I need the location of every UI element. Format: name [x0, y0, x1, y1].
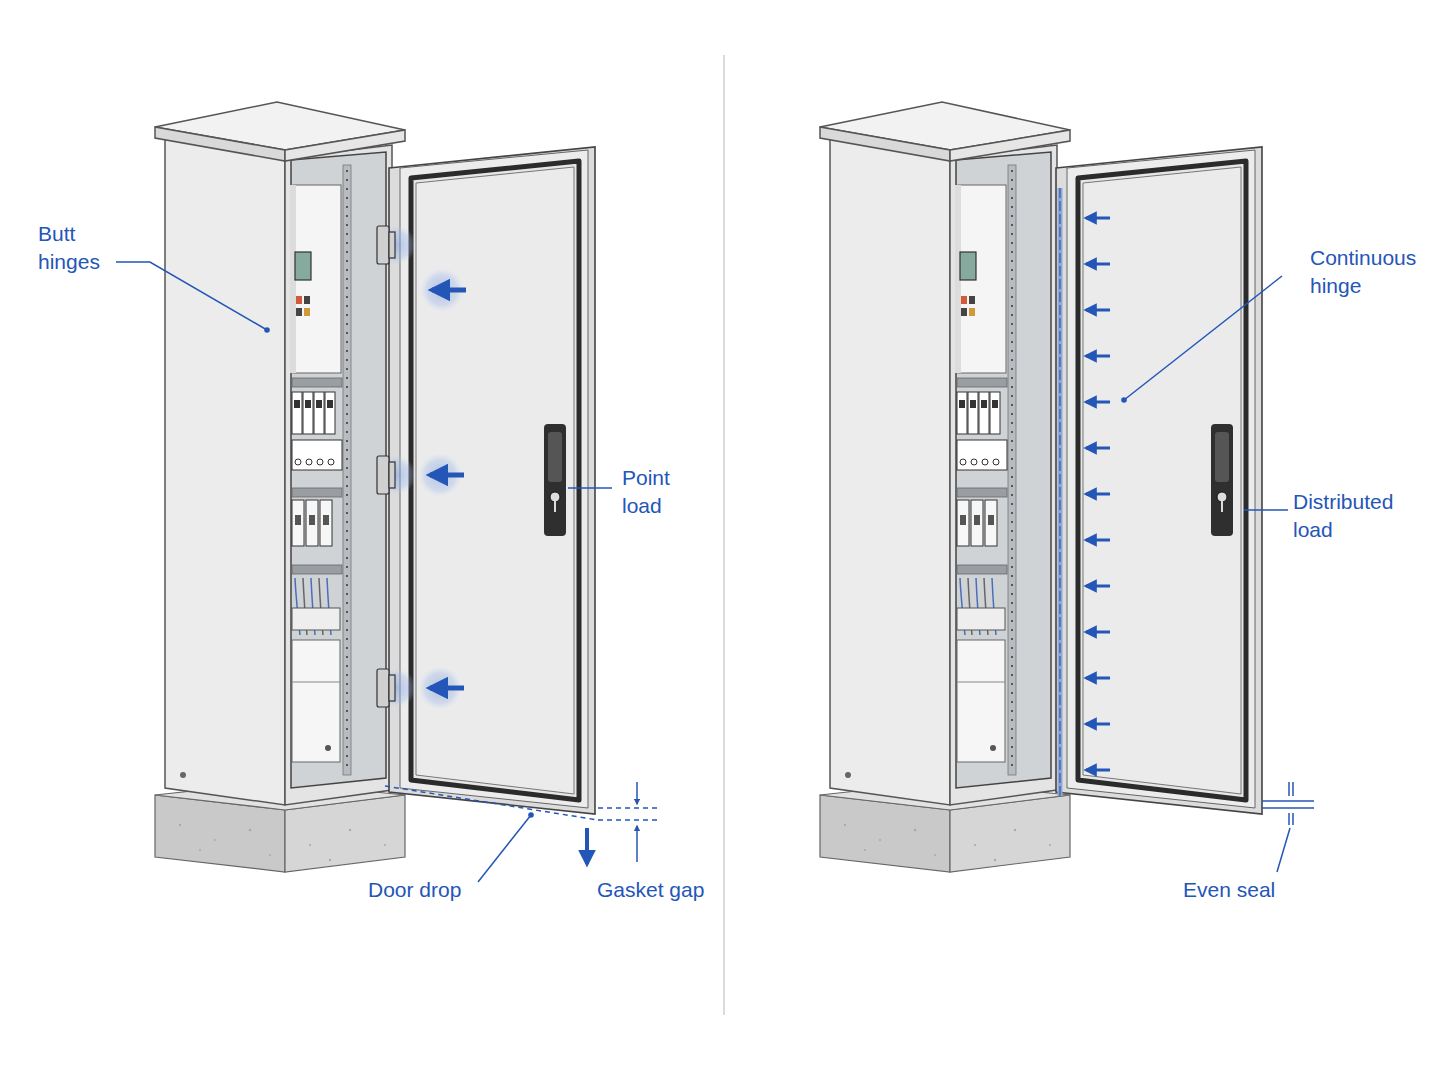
door-drop-indicator [585, 828, 589, 864]
distributed-load-arrow [1086, 263, 1110, 266]
leader-dot [264, 327, 534, 818]
leader-line [568, 487, 612, 489]
distributed-load-arrow [1086, 401, 1110, 404]
callout-label: Door drop [368, 876, 461, 904]
butt-hinge-symbol [377, 456, 389, 494]
distributed-load-arrow [1086, 723, 1110, 726]
callout-label: Gasket gap [597, 876, 704, 904]
cabinet-door [389, 147, 595, 814]
cabinet-body [820, 102, 1070, 872]
distributed-load-arrow [1086, 585, 1110, 588]
butt-hinge-symbol [376, 455, 416, 495]
butt-hinge-symbol [376, 225, 416, 708]
leader-line [1244, 509, 1288, 511]
right-cabinet [820, 102, 1314, 872]
leader-line [116, 262, 612, 882]
point-load-arrow [432, 288, 466, 293]
butt-hinge-symbol [389, 462, 395, 488]
door-drop-indicator [598, 819, 658, 821]
cabinet-body [155, 102, 405, 872]
callout-label: Distributed load [1293, 488, 1411, 544]
leader-dot [528, 812, 534, 818]
distributed-load-arrow [1086, 631, 1110, 634]
leader-line [1277, 828, 1290, 872]
leader-dot [1121, 397, 1127, 403]
leader-dot [1121, 397, 1127, 403]
door-drop-indicator [385, 786, 598, 820]
door-drop-indicator [598, 807, 658, 809]
panel-divider [723, 55, 725, 1015]
continuous-hinge-symbol [1058, 188, 1063, 796]
distributed-load-arrow [1086, 218, 1110, 770]
door-drop-indicator [636, 782, 638, 804]
point-load-arrow [430, 473, 464, 478]
even-seal-symbol [1292, 782, 1294, 796]
distributed-load-arrow [1086, 677, 1110, 680]
butt-hinge-symbol [376, 225, 416, 265]
distributed-load-arrow [1086, 539, 1110, 542]
leader-line [478, 815, 531, 882]
distributed-load-arrow [1086, 355, 1110, 358]
leader-line [1124, 276, 1282, 400]
even-seal-symbol [1292, 813, 1294, 825]
even-seal-symbol [1288, 782, 1290, 796]
even-seal-symbol [1262, 800, 1314, 802]
point-load-arrow [418, 268, 466, 710]
cabinet-door [1056, 147, 1262, 814]
distributed-load-arrow [1086, 493, 1110, 496]
leader-line [116, 262, 267, 330]
butt-hinge-symbol [376, 668, 416, 708]
leader-line [1124, 276, 1290, 872]
butt-hinge-symbol [377, 669, 389, 707]
callout-label: Continuous hinge [1310, 244, 1430, 300]
even-seal-symbol [1262, 807, 1314, 809]
distributed-load-arrow [1086, 217, 1110, 220]
distributed-load-arrow [1086, 309, 1110, 312]
distributed-load-arrow [1086, 769, 1110, 772]
continuous-hinge-symbol [1059, 188, 1060, 796]
door-drop-indicator [385, 782, 658, 864]
callout-label: Even seal [1183, 876, 1275, 904]
distributed-load-arrow [1086, 447, 1110, 450]
door-drop-indicator [636, 826, 638, 862]
callout-label: Butt hinges [38, 220, 110, 276]
even-seal-symbol [1262, 782, 1314, 825]
butt-hinge-symbol [377, 226, 389, 264]
butt-hinge-symbol [389, 675, 395, 701]
butt-hinge-symbol [389, 232, 395, 258]
point-load-arrow [430, 686, 464, 691]
left-cabinet [116, 102, 658, 882]
callout-label: Point load [622, 464, 696, 520]
even-seal-symbol [1288, 813, 1290, 825]
leader-dot [264, 327, 270, 333]
